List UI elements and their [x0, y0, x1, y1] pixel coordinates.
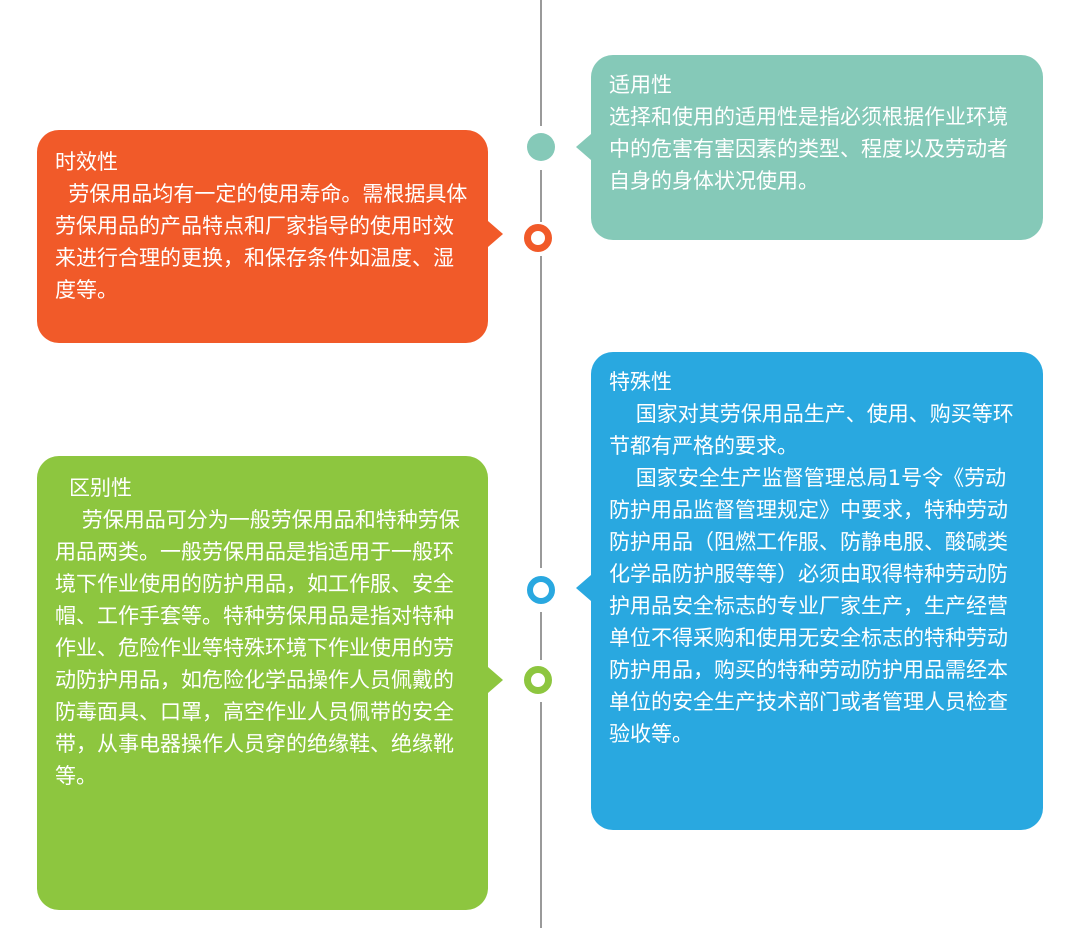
- timeline-node-green: [524, 666, 552, 694]
- card-body: 劳保用品可分为一般劳保用品和特种劳保用品两类。一般劳保用品是指适用于一般环境下作…: [55, 508, 460, 788]
- card-timeliness: 时效性 劳保用品均有一定的使用寿命。需根据具体劳保用品的产品特点和厂家指导的使用…: [37, 130, 488, 343]
- timeline-line: [540, 702, 542, 928]
- card-title: 特殊性: [609, 370, 672, 394]
- timeline-node-teal: [527, 133, 555, 161]
- card-title: 适用性: [609, 73, 672, 97]
- card-applicability: 适用性 选择和使用的适用性是指必须根据作业环境中的危害有害因素的类型、程度以及劳…: [591, 55, 1043, 240]
- timeline-line: [540, 612, 542, 660]
- pointer-arrow: [488, 221, 503, 247]
- card-body: 劳保用品均有一定的使用寿命。需根据具体劳保用品的产品特点和厂家指导的使用时效来进…: [55, 182, 468, 302]
- pointer-arrow: [488, 667, 503, 693]
- timeline-node-orange: [524, 224, 552, 252]
- pointer-arrow: [576, 575, 591, 601]
- card-body: 国家对其劳保用品生产、使用、购买等环节都有严格的要求。 国家安全生产监督管理总局…: [609, 402, 1014, 746]
- card-body: 选择和使用的适用性是指必须根据作业环境中的危害有害因素的类型、程度以及劳动者自身…: [609, 105, 1008, 193]
- card-specialty: 特殊性 国家对其劳保用品生产、使用、购买等环节都有严格的要求。 国家安全生产监督…: [591, 352, 1043, 830]
- timeline-node-blue: [527, 576, 555, 604]
- card-distinction: 区别性 劳保用品可分为一般劳保用品和特种劳保用品两类。一般劳保用品是指适用于一般…: [37, 456, 488, 910]
- pointer-arrow: [576, 134, 591, 160]
- timeline-line: [540, 256, 542, 568]
- timeline-line: [540, 0, 542, 126]
- timeline-line: [540, 170, 542, 222]
- card-title: 区别性: [69, 476, 132, 500]
- card-title: 时效性: [55, 150, 118, 174]
